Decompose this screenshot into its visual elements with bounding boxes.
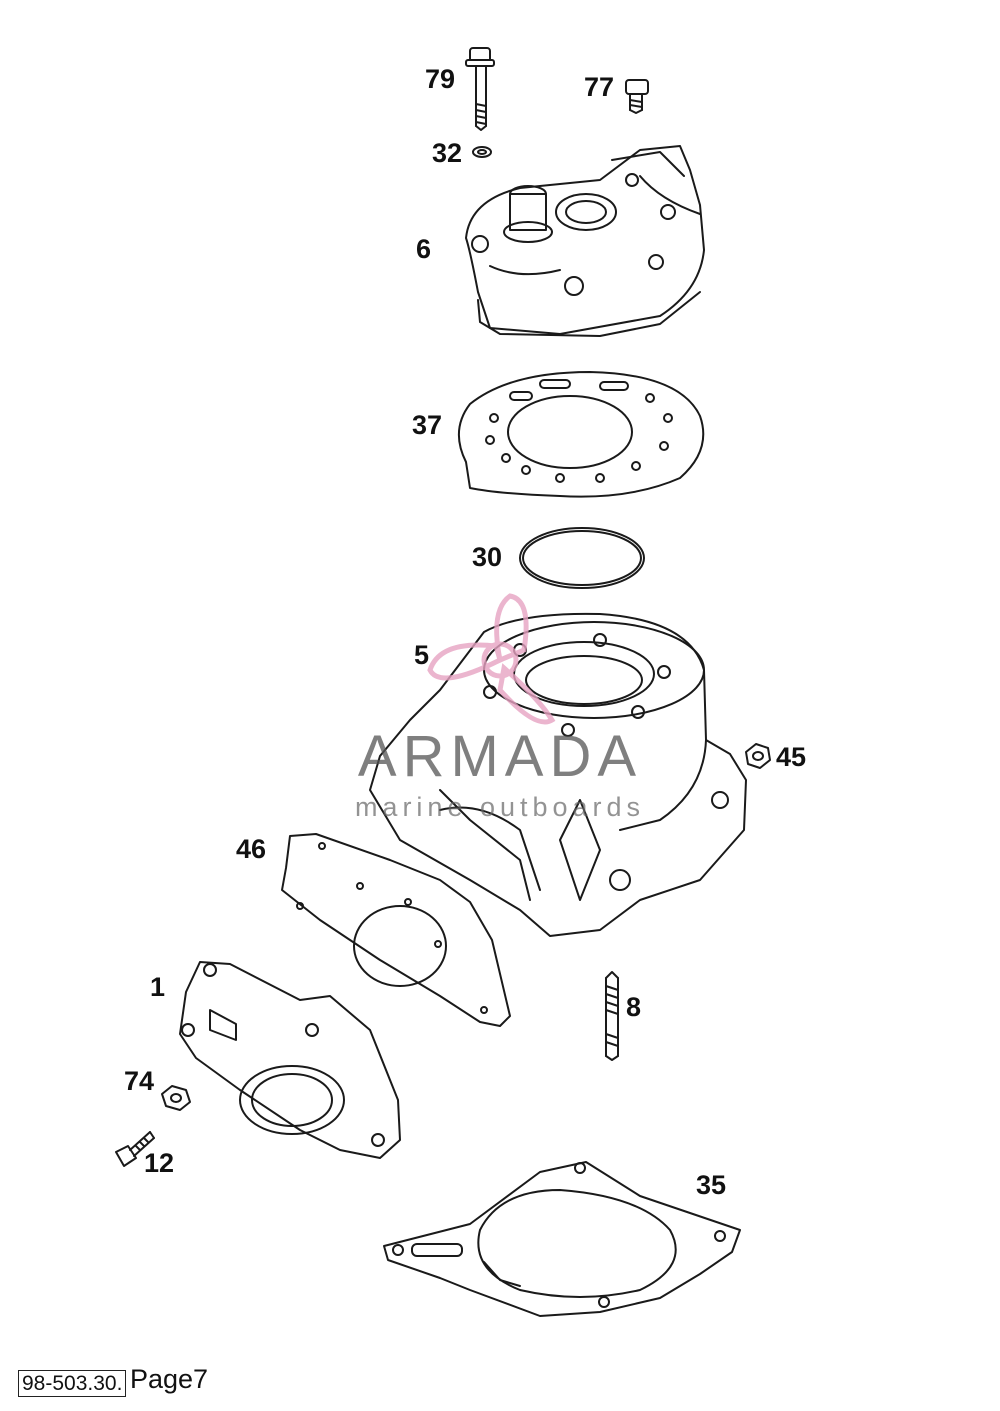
callout-37: 37 — [412, 410, 443, 440]
part-37-head-gasket — [457, 371, 705, 498]
part-79-bolt — [465, 47, 495, 131]
watermark-brand: ARMADA — [357, 724, 643, 789]
watermark-tagline: marine outboards — [354, 792, 646, 822]
part-8-stud — [605, 971, 619, 1061]
callout-1: 1 — [150, 972, 166, 1002]
callout-6: 6 — [416, 234, 432, 264]
callout-30: 30 — [472, 542, 503, 572]
callout-74: 74 — [124, 1066, 155, 1096]
callout-45: 45 — [776, 742, 807, 772]
page-label: Page7 — [130, 1364, 209, 1394]
part-1-intake-flange — [179, 961, 401, 1159]
part-30-o-ring — [519, 527, 645, 589]
callout-79: 79 — [425, 64, 456, 94]
part-77-bolt — [625, 79, 649, 114]
part-12-screw — [115, 1131, 155, 1167]
part-46-gasket — [281, 833, 511, 1027]
callout-8: 8 — [626, 992, 642, 1022]
part-45-nut — [745, 743, 771, 769]
figure-code: 98-503.30. — [18, 1370, 127, 1398]
part-6-cylinder-head — [465, 145, 705, 337]
callout-5: 5 — [414, 640, 430, 670]
callout-46: 46 — [236, 834, 267, 864]
callout-77: 77 — [584, 72, 615, 102]
propeller-logo-icon — [427, 593, 556, 725]
callout-32: 32 — [432, 138, 463, 168]
callout-35: 35 — [696, 1170, 727, 1200]
part-35-base-gasket — [383, 1161, 741, 1317]
part-5-cylinder — [369, 612, 747, 937]
callout-12: 12 — [144, 1148, 175, 1178]
part-74-nut — [161, 1085, 191, 1111]
part-32-washer — [472, 146, 492, 158]
